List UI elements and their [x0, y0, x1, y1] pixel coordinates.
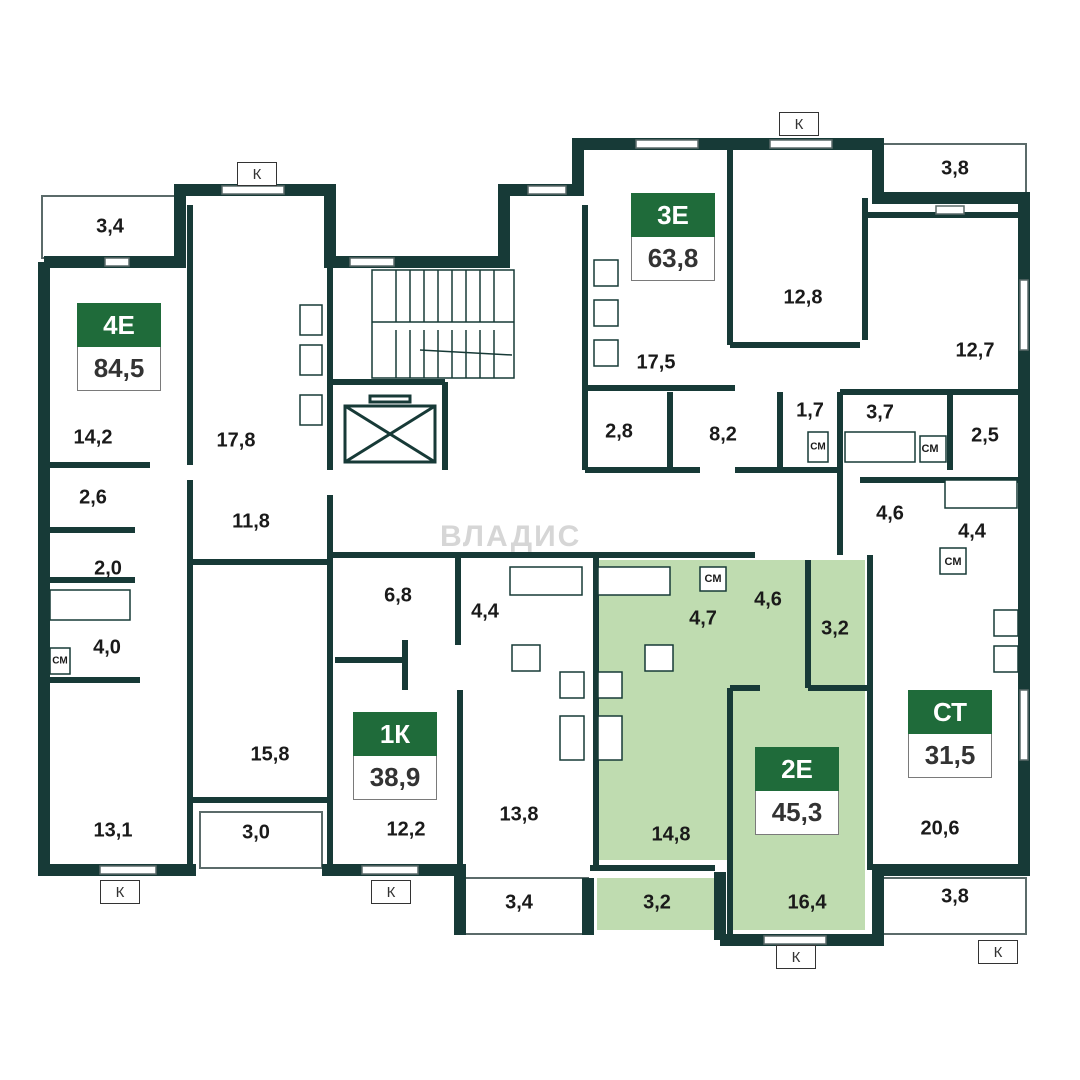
- room-area: 14,2: [73, 426, 113, 449]
- room-area: 4,6: [754, 588, 782, 611]
- room-area: 3,8: [941, 157, 969, 180]
- room-area: 12,2: [386, 818, 426, 841]
- room-area: 4,4: [471, 600, 499, 623]
- washing-machine-label: СМ: [921, 443, 939, 455]
- apartment-total-area: 45,3: [755, 791, 839, 835]
- apartment-name: СТ: [908, 690, 992, 734]
- washing-machine-label: СМ: [704, 573, 722, 585]
- fixtures: [49, 259, 1019, 761]
- room-area: 2,0: [94, 557, 122, 580]
- room-area: 4,4: [958, 520, 986, 543]
- room-area: 2,5: [971, 424, 999, 447]
- apartment-total-area: 31,5: [908, 734, 992, 778]
- apartment-total-area: 84,5: [77, 347, 161, 391]
- apartment-label-2e: 2Е 45,3: [755, 747, 839, 835]
- washing-machine-label: СМ: [810, 441, 826, 453]
- balcony-marker: К: [978, 940, 1018, 964]
- room-area: 3,7: [866, 401, 894, 424]
- room-area: 13,8: [499, 803, 539, 826]
- apartment-name: 3Е: [631, 193, 715, 237]
- room-area: 4,0: [93, 636, 121, 659]
- room-area: 4,6: [876, 502, 904, 525]
- room-area: 1,7: [796, 399, 824, 422]
- room-area: 15,8: [250, 743, 290, 766]
- washing-machine-label: СМ: [944, 556, 962, 568]
- room-area: 2,6: [79, 486, 107, 509]
- elevator-shaft: [343, 394, 437, 464]
- room-area: 3,4: [505, 891, 533, 914]
- watermark: ВЛАДИС: [440, 520, 582, 553]
- apartment-label-1k: 1К 38,9: [353, 712, 437, 800]
- apartment-total-area: 38,9: [353, 756, 437, 800]
- apartment-label-3e: 3Е 63,8: [631, 193, 715, 281]
- inner-walls: [44, 150, 1024, 940]
- room-area: 3,0: [242, 821, 270, 844]
- washing-machine-label: СМ: [52, 655, 68, 667]
- room-area: 14,8: [651, 823, 691, 846]
- apartment-name: 2Е: [755, 747, 839, 791]
- balcony-marker: К: [776, 945, 816, 969]
- room-area: 3,2: [821, 617, 849, 640]
- balcony-marker: К: [371, 880, 411, 904]
- apartment-label-st: СТ 31,5: [908, 690, 992, 778]
- room-area: 17,5: [636, 351, 676, 374]
- room-area: 17,8: [216, 429, 256, 452]
- balcony-marker: К: [100, 880, 140, 904]
- apartment-total-area: 63,8: [631, 237, 715, 281]
- apartment-name: 1К: [353, 712, 437, 756]
- room-area: 6,8: [384, 584, 412, 607]
- room-area: 3,2: [643, 891, 671, 914]
- room-area: 13,1: [93, 819, 133, 842]
- room-area: 3,8: [941, 885, 969, 908]
- room-area: 12,7: [955, 339, 995, 362]
- windows: [99, 139, 1029, 945]
- apartment-name: 4Е: [77, 303, 161, 347]
- staircase: [371, 269, 515, 379]
- room-area: 16,4: [787, 891, 827, 914]
- apartment-label-4e: 4Е 84,5: [77, 303, 161, 391]
- highlighted-apartment-fill: [597, 560, 865, 930]
- room-area: 2,8: [605, 420, 633, 443]
- balcony-marker: К: [779, 112, 819, 136]
- room-area: 3,4: [96, 215, 124, 238]
- room-area: 11,8: [232, 510, 270, 533]
- balcony-marker: К: [237, 162, 277, 186]
- room-area: 8,2: [709, 423, 737, 446]
- room-area: 12,8: [783, 286, 823, 309]
- room-area: 4,7: [689, 607, 717, 630]
- room-area: 20,6: [920, 817, 960, 840]
